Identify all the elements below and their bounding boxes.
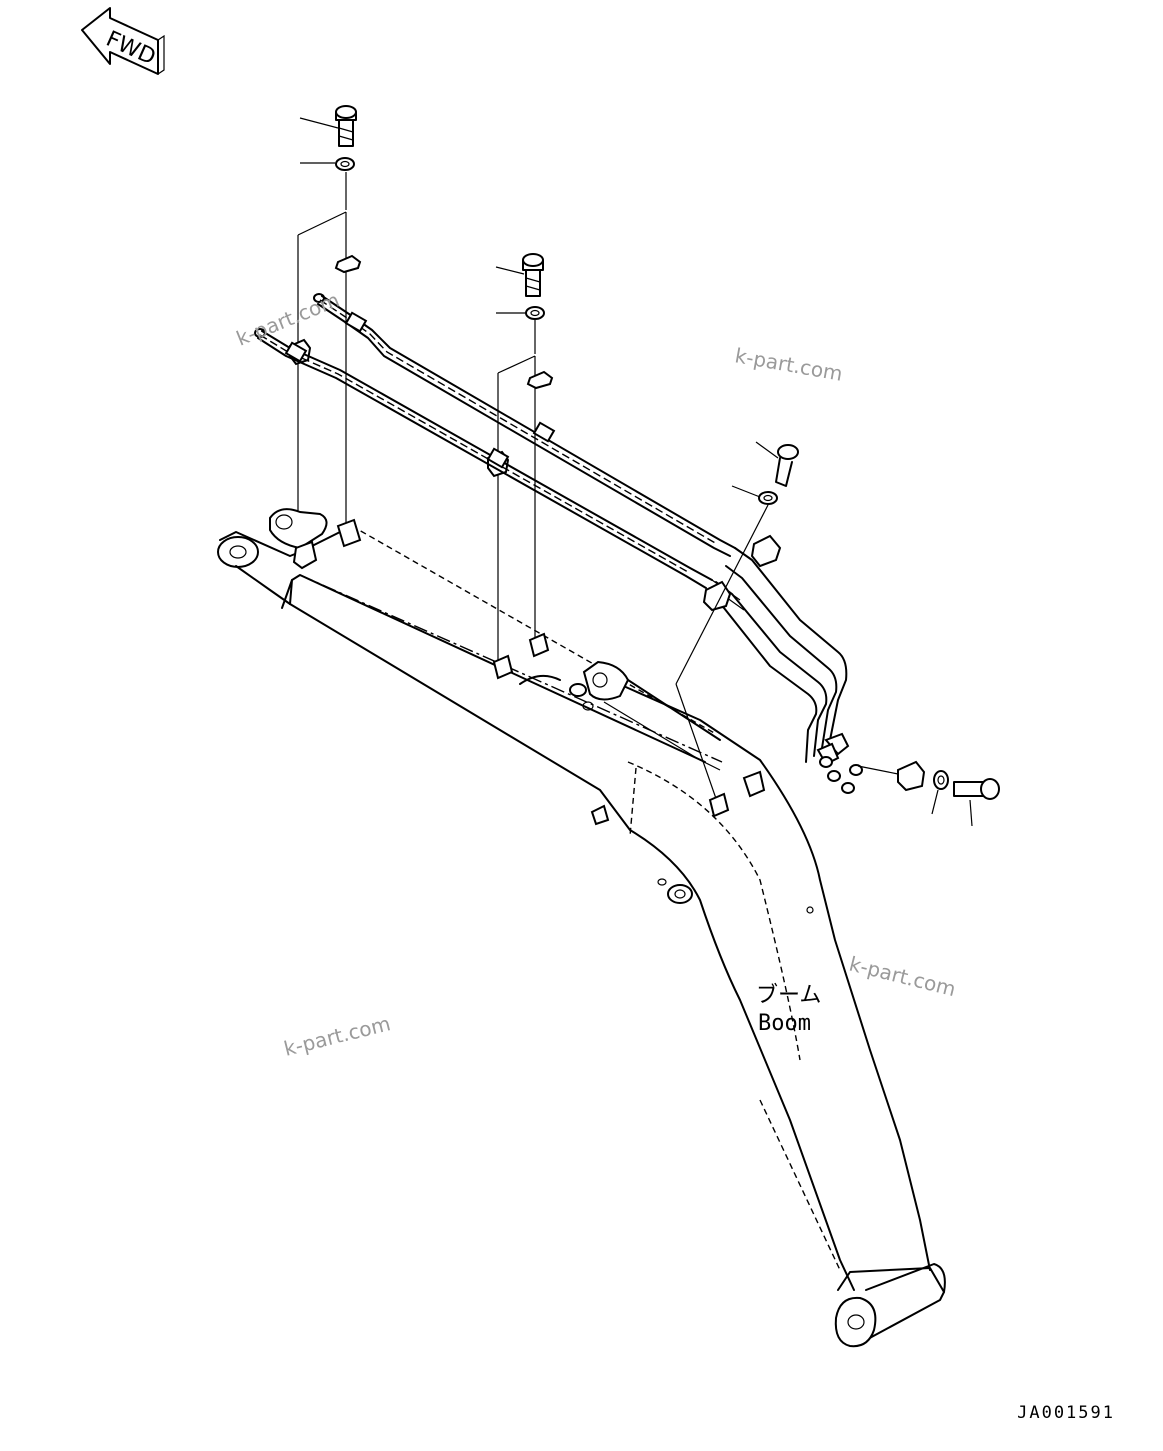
bolt-upper-left-icon (299, 105, 357, 147)
bolt-upper-mid-icon (495, 253, 544, 297)
washer-right-lower-icon (931, 770, 949, 815)
boom-label: ブーム Boom (756, 983, 821, 1036)
watermark-2: k-part.com (733, 343, 844, 386)
washer-upper-left-icon (300, 157, 355, 171)
boom-body (217, 508, 946, 1348)
fwd-arrow-icon: FWD (81, 7, 165, 75)
hydraulic-pipe-bend-group (702, 534, 863, 794)
boom-label-en: Boom (758, 1011, 811, 1036)
watermark-1: k-part.com (233, 288, 343, 351)
watermark-3: k-part.com (847, 952, 958, 1002)
bolt-right-upper-icon (755, 441, 799, 487)
leader-lines-upper-left (297, 172, 347, 560)
bolt-right-lower-icon (953, 778, 1000, 827)
washer-upper-mid-icon (496, 306, 545, 320)
hydraulic-pipe-lower (254, 328, 713, 589)
watermark-4: k-part.com (281, 1011, 392, 1061)
leader-lines-upper-mid (497, 320, 536, 660)
boom-label-jp: ブーム (756, 983, 821, 1008)
drawing-code: JA001591 (1017, 1403, 1115, 1423)
washer-right-upper-icon (675, 485, 778, 811)
hydraulic-pipe-upper (313, 293, 736, 557)
clamp-right-lower-icon (857, 760, 926, 792)
